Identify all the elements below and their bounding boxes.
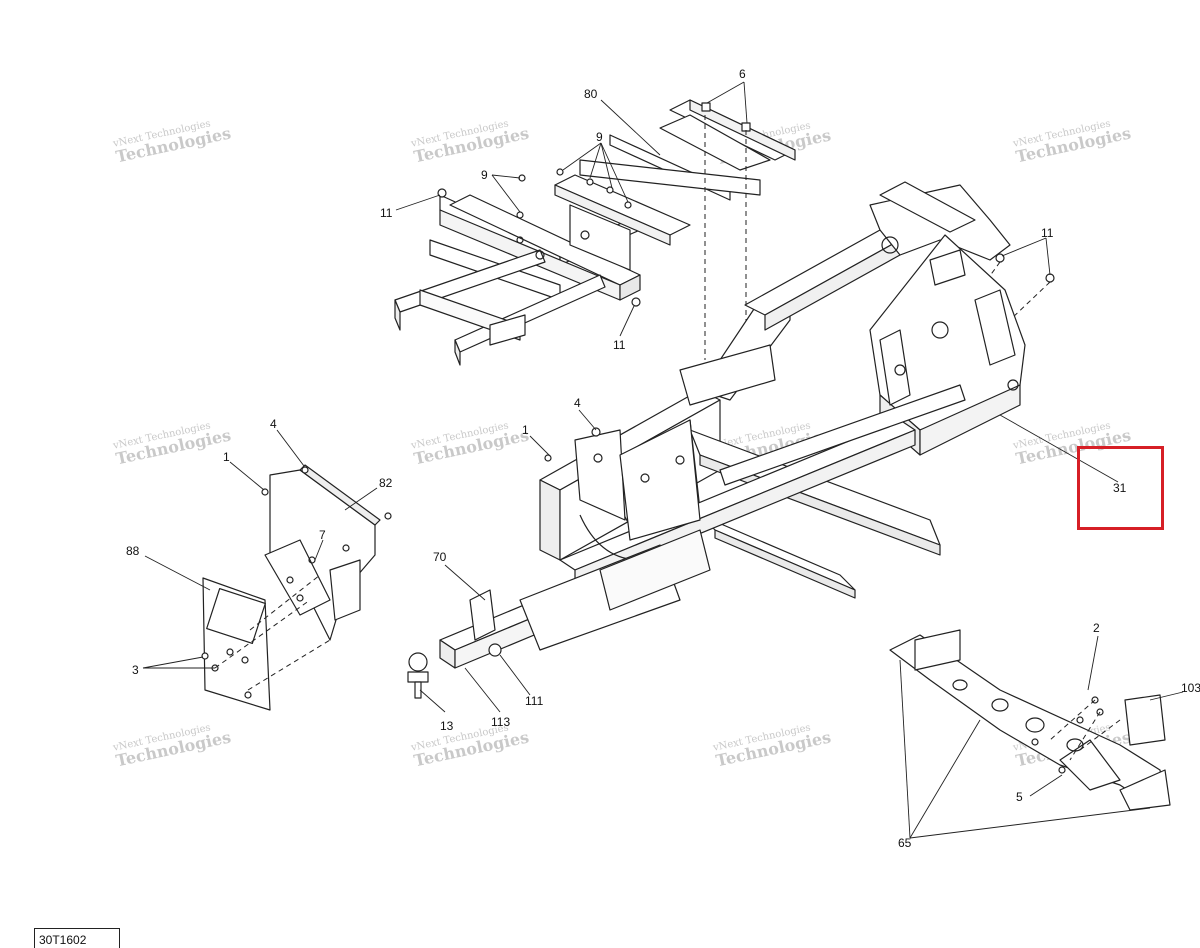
callout-4: 4 <box>270 417 277 431</box>
leader-lines <box>142 81 1184 839</box>
callout-5: 5 <box>1016 790 1023 804</box>
callout-80: 80 <box>584 87 598 101</box>
callout-65: 65 <box>898 836 912 850</box>
callout-9: 9 <box>596 130 603 144</box>
callout-4: 4 <box>574 396 581 410</box>
callout-103: 103 <box>1181 681 1200 695</box>
callout-1: 1 <box>522 423 529 437</box>
figure-id: 30T1602 <box>34 928 120 948</box>
callout-9: 9 <box>481 168 488 182</box>
highlight-box <box>1077 446 1164 530</box>
callout-2: 2 <box>1093 621 1100 635</box>
callout-11: 11 <box>380 206 393 220</box>
callout-11: 11 <box>1041 226 1054 240</box>
callout-82: 82 <box>379 476 393 490</box>
callout-13: 13 <box>440 719 454 733</box>
callout-70: 70 <box>433 550 447 564</box>
callout-6: 6 <box>739 67 746 81</box>
callout-88: 88 <box>126 544 140 558</box>
callout-11: 11 <box>613 338 626 352</box>
callout-111: 111 <box>525 694 544 708</box>
callout-3: 3 <box>132 663 139 677</box>
skid-plate-88 <box>201 577 271 711</box>
bracket-65 <box>889 629 1171 811</box>
tow-bar-113 <box>407 529 711 699</box>
rack-subframe-80 <box>394 99 796 366</box>
callout-31: 31 <box>1113 481 1127 495</box>
callout-7: 7 <box>319 528 326 542</box>
main-frame-31 <box>539 181 1026 599</box>
callout-1: 1 <box>223 450 230 464</box>
callout-113: 113 <box>491 715 511 729</box>
fasteners-top <box>437 102 1055 307</box>
